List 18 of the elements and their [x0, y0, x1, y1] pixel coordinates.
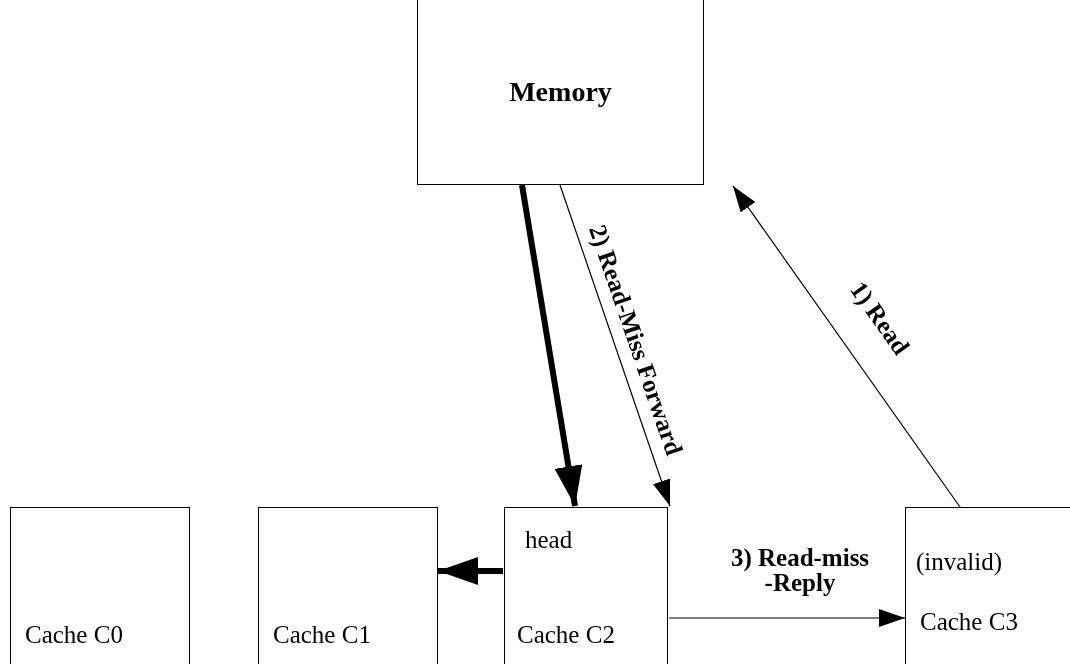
node-label: Memory — [509, 76, 612, 107]
arrow — [668, 609, 906, 627]
node-label: Cache C2 — [517, 621, 615, 649]
node-label: Cache C0 — [25, 621, 123, 649]
memory-box — [417, 0, 704, 185]
node-label: Cache C3 — [920, 608, 1018, 636]
cache-box — [258, 507, 438, 664]
cache-box — [10, 507, 190, 664]
arrow — [438, 557, 503, 585]
arrow — [519, 184, 583, 507]
node-label: head — [525, 526, 573, 554]
edge-label: 3) Read-miss -Reply — [729, 545, 871, 595]
cache-box — [504, 507, 668, 664]
arrow — [732, 185, 961, 508]
arrow — [559, 184, 671, 507]
node-label: Cache C1 — [273, 621, 371, 649]
node-label: (invalid) — [916, 548, 1003, 576]
cache-box — [905, 507, 1070, 664]
